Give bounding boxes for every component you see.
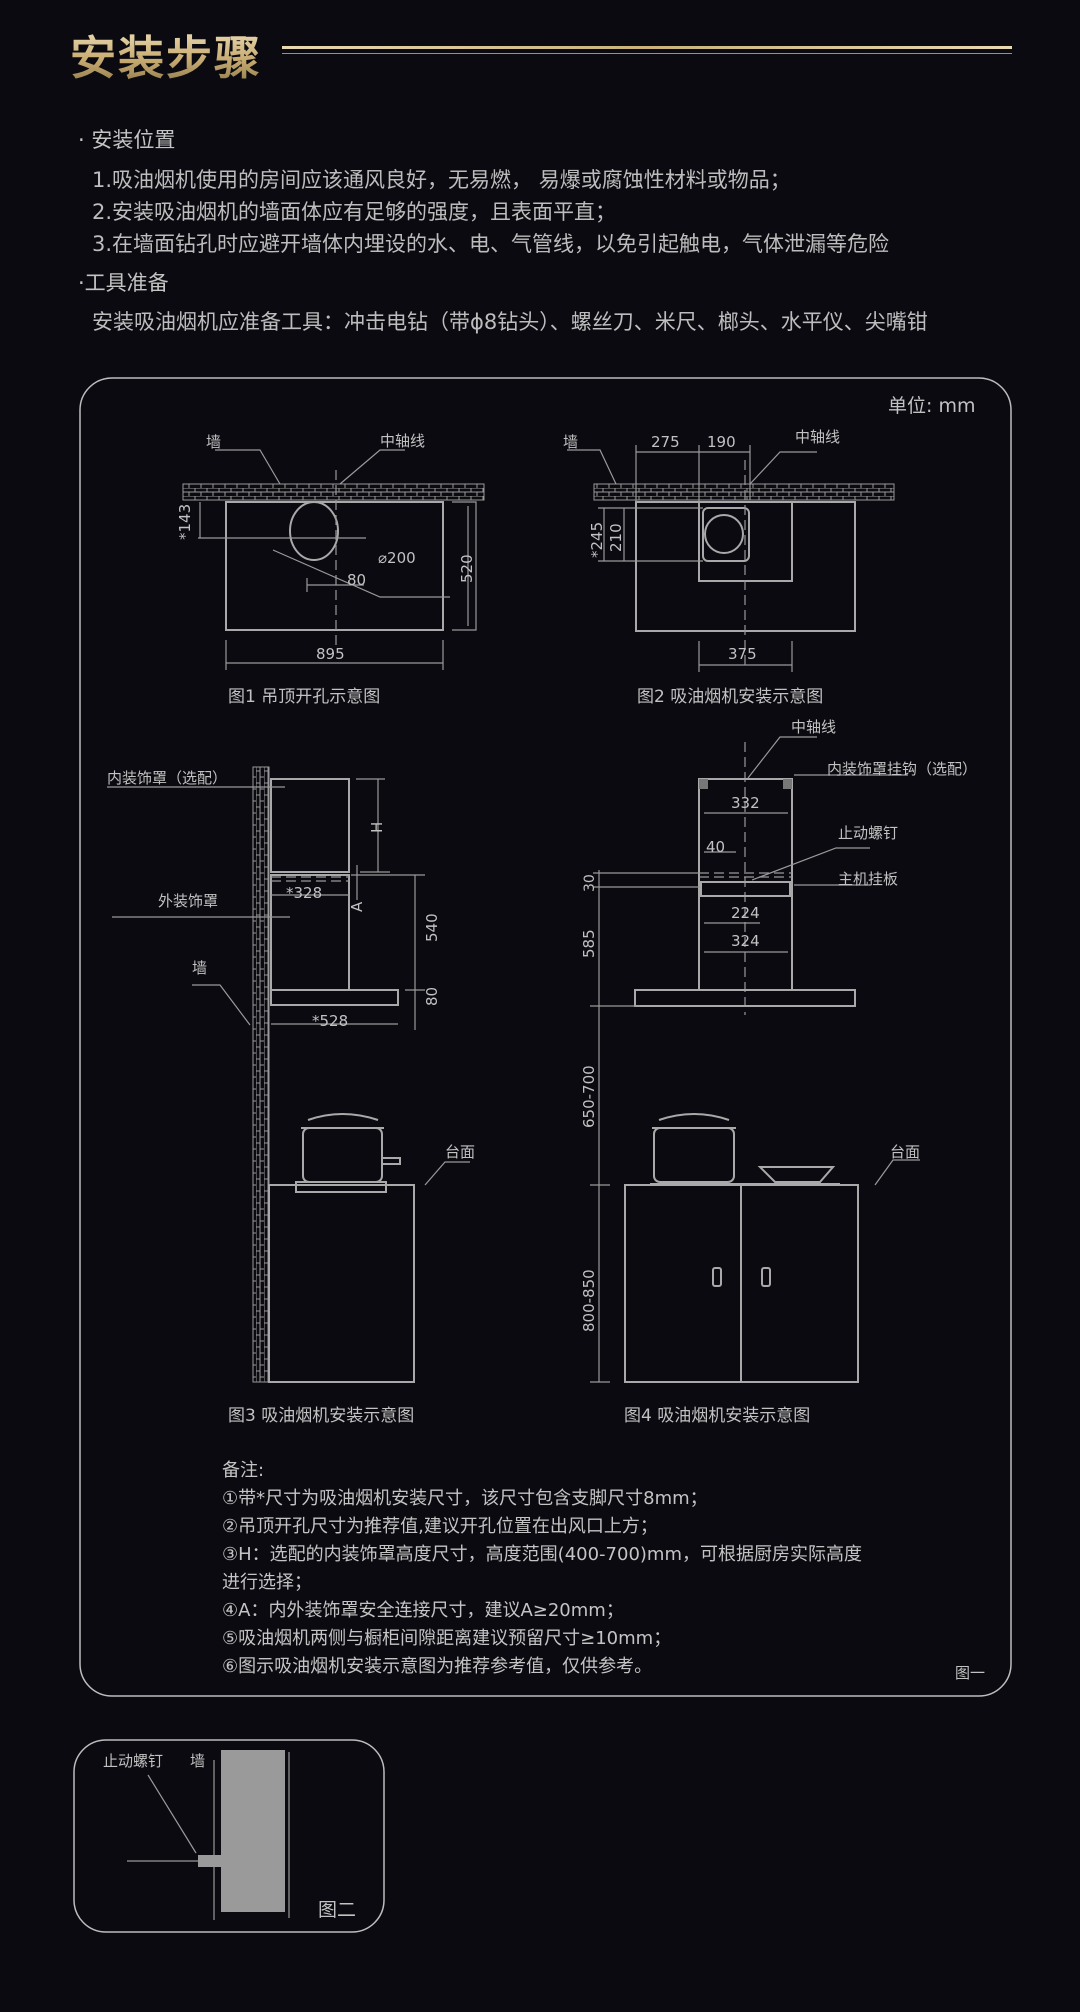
wall-label: 墙 xyxy=(192,959,207,977)
dim-375: 375 xyxy=(728,645,757,663)
cabinet-handle xyxy=(712,1267,722,1287)
figure-2: 墙 中轴线 275 190 *245 210 375 图2 吸油烟机安装示意图 xyxy=(563,428,895,707)
location-item: 2.安装吸油烟机的墙面体应有足够的强度，且表面平直； xyxy=(92,200,617,224)
screw-label: 止动螺钉 xyxy=(103,1752,163,1770)
wall-label: 墙 xyxy=(190,1752,205,1770)
dim-200: ⌀200 xyxy=(378,549,416,567)
duct-hole xyxy=(289,501,339,561)
hook-label: 内装饰罩挂钩（选配） xyxy=(827,760,977,778)
pot xyxy=(653,1127,735,1183)
wok xyxy=(652,1113,836,1183)
dim-80: 80 xyxy=(423,987,441,1006)
dim-190: 190 xyxy=(707,433,736,451)
dim-585: 585 xyxy=(580,929,598,958)
counter-label: 台面 xyxy=(890,1143,920,1161)
location-item: 1.吸油烟机使用的房间应该通风良好，无易燃， 易爆或腐蚀性材料或物品； xyxy=(92,168,791,192)
dim-224: 224 xyxy=(731,904,760,922)
dim-650-700: 650-700 xyxy=(580,1065,598,1128)
figure-4-caption: 图4 吸油烟机安装示意图 xyxy=(624,1406,810,1426)
tools-text: 安装吸油烟机应准备工具：冲击电钻（带ϕ8钻头）、螺丝刀、米尺、榔头、水平仪、尖嘴… xyxy=(92,310,928,334)
dim-895: 895 xyxy=(316,645,345,663)
dim-143: *143 xyxy=(176,504,194,540)
inner-cover-label: 内装饰罩（选配） xyxy=(107,769,227,787)
wall-label: 墙 xyxy=(206,433,221,451)
figure-2-caption: 图2 吸油烟机安装示意图 xyxy=(637,687,823,707)
figure-two-label: 图二 xyxy=(318,1899,356,1921)
plate-label: 主机挂板 xyxy=(838,870,898,888)
dim-30: 30 xyxy=(582,874,598,892)
hood-outline xyxy=(225,501,444,631)
diagram-frame xyxy=(79,377,1012,1697)
pot xyxy=(302,1127,383,1183)
fan-outlet xyxy=(702,507,750,562)
cabinet xyxy=(268,1184,415,1383)
figure-3-caption: 图3 吸油烟机安装示意图 xyxy=(228,1406,414,1426)
hood-body xyxy=(634,989,856,1007)
wall-label: 墙 xyxy=(563,433,578,451)
note-item: 进行选择； xyxy=(222,1572,312,1593)
note-item: ③H：选配的内装饰罩高度尺寸，高度范围(400-700)mm，可根据厨房实际高度 xyxy=(222,1544,862,1565)
location-item: 3.在墙面钻孔时应避开墙体内埋设的水、电、气管线，以免引起触电，气体泄漏等危险 xyxy=(92,232,890,256)
section-heading-location: · 安装位置 xyxy=(78,128,176,152)
dim-A: A xyxy=(348,901,366,912)
dim-H: H xyxy=(368,822,386,833)
axis-label: 中轴线 xyxy=(795,428,840,446)
dim-800-850: 800-850 xyxy=(580,1269,598,1332)
cabinet-handle xyxy=(761,1267,771,1287)
figure-4: 中轴线 内装饰罩挂钩（选配） 332 止动螺钉 40 主机挂板 30 224 3… xyxy=(580,718,977,1426)
dim-210: 210 xyxy=(607,523,625,552)
note-item: ⑥图示吸油烟机安装示意图为推荐参考值，仅供参考。 xyxy=(222,1656,653,1677)
dim-80: 80 xyxy=(347,571,366,589)
outer-cover-label: 外装饰罩 xyxy=(158,892,218,910)
page-title: 安装步骤 xyxy=(70,22,262,88)
dim-40: 40 xyxy=(706,838,725,856)
inner-cover xyxy=(270,778,350,873)
note-item: ⑤吸油烟机两侧与橱柜间隙距离建议预留尺寸≥10mm； xyxy=(222,1628,672,1649)
screw-label: 止动螺钉 xyxy=(838,824,898,842)
figure-1: 墙 中轴线 *143 ⌀200 80 520 895 图1 吊顶开孔示意图 xyxy=(176,432,485,707)
dim-324: 324 xyxy=(731,932,760,950)
figure-one-label: 图一 xyxy=(955,1664,985,1682)
note-item: ④A：内外装饰罩安全连接尺寸，建议A≥20mm； xyxy=(222,1600,624,1621)
ceiling-wall xyxy=(182,483,485,501)
counter-label: 台面 xyxy=(445,1143,475,1161)
dim-528: *528 xyxy=(312,1012,348,1030)
mounting-plate xyxy=(700,881,791,897)
figure-3: 内装饰罩（选配） 外装饰罩 墙 H *328 A 540 80 *528 台面 … xyxy=(107,766,475,1426)
hood-body xyxy=(270,989,399,1006)
dim-328: *328 xyxy=(286,884,322,902)
section-heading-tools: ·工具准备 xyxy=(78,271,169,295)
note-item: ②吊顶开孔尺寸为推荐值,建议开孔位置在出风口上方； xyxy=(222,1516,658,1537)
title-divider xyxy=(282,46,1012,56)
side-wall xyxy=(252,766,270,1383)
unit-label: 单位: mm xyxy=(888,395,975,417)
dim-332: 332 xyxy=(731,794,760,812)
dim-520: 520 xyxy=(458,554,476,583)
dim-540: 540 xyxy=(423,913,441,942)
figure-1-caption: 图1 吊顶开孔示意图 xyxy=(228,687,380,707)
detail-figure-2: 止动螺钉 墙 图二 xyxy=(73,1739,385,1933)
axis-label: 中轴线 xyxy=(380,432,425,450)
note-item: ①带*尺寸为吸油烟机安装尺寸，该尺寸包含支脚尺寸8mm； xyxy=(222,1488,708,1509)
dim-275: 275 xyxy=(651,433,680,451)
notes-heading: 备注: xyxy=(222,1460,265,1481)
axis-label: 中轴线 xyxy=(791,718,836,736)
wall-block xyxy=(221,1750,285,1912)
dim-245: *245 xyxy=(588,522,606,558)
ceiling-wall xyxy=(593,483,895,501)
